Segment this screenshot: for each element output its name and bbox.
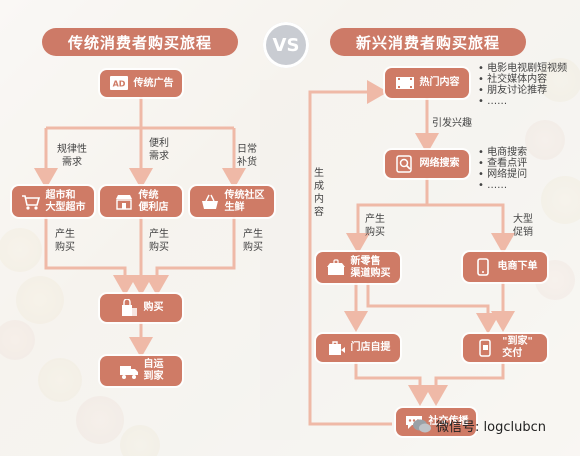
film-icon	[395, 74, 415, 92]
social-share-node: 社交传播	[396, 408, 476, 436]
list-item: • 电商搜索	[478, 147, 528, 158]
wechat-watermark: 微信号: logclubcn	[412, 416, 546, 435]
mobile-phone-icon	[473, 258, 493, 276]
basket-icon	[200, 193, 220, 211]
new-journey-header: 新兴消费者购买旅程	[330, 28, 526, 56]
channel-convenience-store: 传统 便利店	[100, 186, 182, 217]
shopping-bag-icon	[119, 299, 139, 317]
traditional-ad-node: AD 传统广告	[100, 70, 182, 97]
list-item: • 查看点评	[478, 158, 528, 169]
list-item: • ……	[478, 180, 508, 191]
truck-icon	[119, 362, 139, 380]
phone-shop-icon	[326, 258, 346, 277]
produce-purchase-label-new: 产生 购买	[365, 214, 385, 238]
list-item: • 电影电视剧短视频	[478, 63, 568, 74]
buy-node: 购买	[100, 294, 182, 322]
store-icon	[114, 193, 134, 211]
new-retail-node: 新零售 渠道购买	[316, 252, 400, 283]
produce-purchase-label-3: 产生 购买	[243, 229, 263, 253]
produce-purchase-label-2: 产生 购买	[149, 229, 169, 253]
self-delivery-node: 自运 到家	[100, 356, 182, 386]
home-delivery-node: "到家" 交付	[463, 334, 547, 362]
spark-interest-label: 引发兴趣	[432, 118, 472, 129]
pickup-icon	[326, 339, 346, 357]
need-label-daily: 日常 补货	[237, 144, 257, 168]
phone-delivery-icon	[477, 339, 497, 357]
list-item: • 社交媒体内容	[478, 74, 548, 85]
need-label-convenience: 便利 需求	[149, 138, 169, 162]
ad-icon: AD	[109, 75, 129, 93]
produce-purchase-label-1: 产生 购买	[55, 229, 75, 253]
store-pickup-node: 门店自提	[316, 334, 400, 362]
list-item: • 网络提问	[478, 169, 528, 180]
need-label-regular: 规律性 需求	[57, 144, 87, 168]
vs-badge: VS	[263, 22, 309, 68]
hot-content-list: • 电影电视剧短视频 • 社交媒体内容 • 朋友讨论推荐 • ……	[478, 63, 567, 107]
search-icon	[395, 155, 415, 173]
channel-supermarket: 超市和 大型超市	[12, 186, 94, 217]
search-list: • 电商搜索 • 查看点评 • 网络提问 • ……	[478, 147, 527, 191]
traditional-journey-header: 传统消费者购买旅程	[42, 28, 238, 56]
hot-content-node: 热门内容	[385, 68, 469, 98]
big-promo-label: 大型 促销	[513, 214, 533, 238]
svg-text:AD: AD	[112, 79, 125, 88]
ecommerce-order-node: 电商下单	[463, 252, 547, 282]
wechat-icon	[412, 418, 432, 434]
cart-icon	[21, 193, 41, 211]
channel-community-fresh: 传统社区 生鲜	[190, 186, 274, 217]
web-search-node: 网络搜索	[385, 150, 469, 178]
list-item: • ……	[478, 96, 508, 107]
generate-content-label: 生 成 内 容	[314, 168, 324, 218]
list-item: • 朋友讨论推荐	[478, 85, 548, 96]
